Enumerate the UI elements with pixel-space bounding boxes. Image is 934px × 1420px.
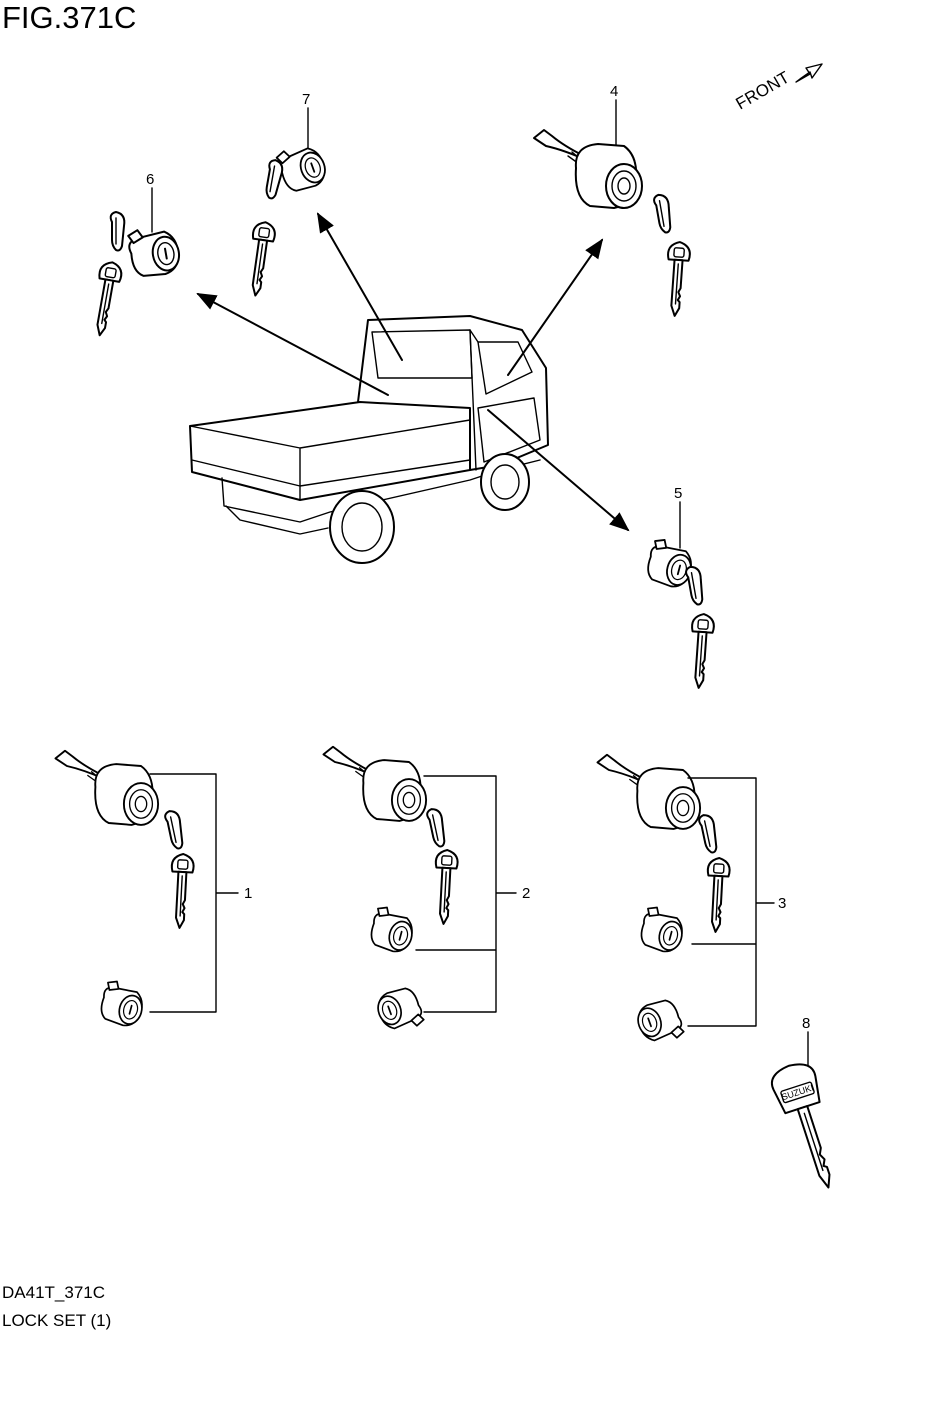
callout-6: 6 [146, 171, 154, 188]
set-1-lock-set: 1 [54, 749, 252, 1030]
diagram-name: LOCK SET (1) [2, 1311, 112, 1330]
front-label: FRONT [733, 68, 793, 114]
callout-3: 3 [778, 895, 786, 912]
arrow-to-part-7 [317, 212, 403, 361]
arrow-to-part-4 [507, 238, 604, 376]
location-arrows [196, 212, 630, 532]
callout-8: 8 [802, 1015, 810, 1032]
truck-illustration [189, 315, 549, 564]
arrow-to-part-6 [196, 293, 389, 396]
part-7-lock: 7 [243, 91, 331, 299]
callout-1: 1 [244, 885, 252, 902]
callout-2: 2 [522, 885, 530, 902]
set-2-lock-set: 2 [322, 745, 530, 1038]
callout-5: 5 [674, 485, 682, 502]
part-4-ignition-switch: 4 [533, 83, 692, 318]
diagram-code: DA41T_371C [2, 1283, 106, 1302]
front-indicator: FRONT [733, 63, 823, 114]
callout-4: 4 [610, 83, 618, 100]
arrow-to-part-5 [487, 409, 630, 532]
set-3-lock-set: 3 [596, 753, 786, 1050]
part-6-door-lock: 6 [87, 171, 184, 339]
part-8-key-blank: 8 SUZUKI [770, 1015, 831, 1189]
front-arrow-icon [795, 63, 823, 83]
callout-7: 7 [302, 91, 310, 108]
figure-title: FIG.371C [2, 0, 137, 35]
part-5-lock: 5 [642, 485, 716, 690]
